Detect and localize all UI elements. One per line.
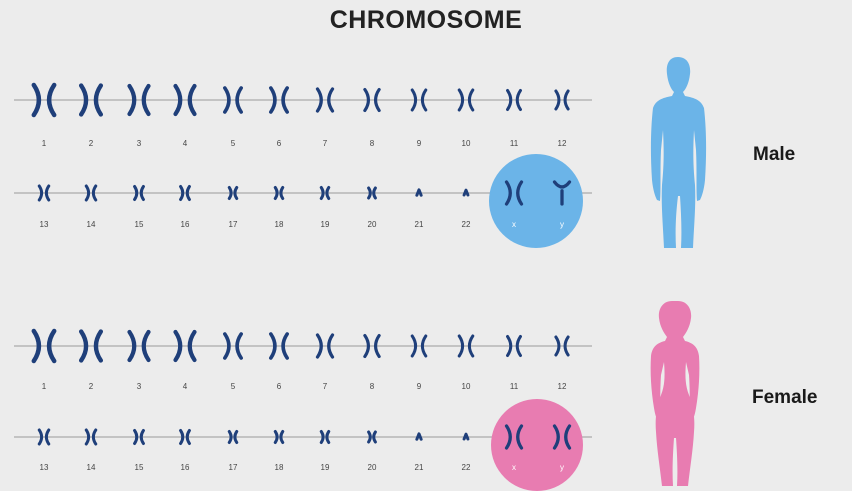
chromosome-number: 4 <box>183 382 188 391</box>
chromosome-22 <box>464 190 468 195</box>
chromosome-number: 10 <box>462 139 471 148</box>
chromosome-number: 3 <box>137 139 142 148</box>
chromosome-number: 8 <box>370 382 375 391</box>
chromosome-number: 18 <box>275 220 284 229</box>
chromosome-number: 13 <box>40 220 49 229</box>
sex-chromosome-highlight <box>489 154 583 248</box>
female-silhouette-icon <box>651 301 700 486</box>
chromosome-number: 14 <box>87 463 96 472</box>
chromosome-number: 14 <box>87 220 96 229</box>
chromosome-number: 4 <box>183 139 188 148</box>
chromosome-number: 16 <box>181 463 190 472</box>
chromosome-number: 1 <box>42 139 47 148</box>
chromosome-number: 12 <box>558 139 567 148</box>
chromosome-number: 5 <box>231 139 236 148</box>
chromosome-number: 17 <box>229 220 238 229</box>
chromosome-number: 21 <box>415 220 424 229</box>
chromosome-number: 20 <box>368 463 377 472</box>
chromosome-number: 19 <box>321 463 330 472</box>
chromosome-number: 12 <box>558 382 567 391</box>
male-silhouette-icon <box>651 57 706 248</box>
chromosome-number: 22 <box>462 220 471 229</box>
female-label: Female <box>752 387 817 408</box>
chromosome-21 <box>417 190 421 195</box>
chromosome-number: 6 <box>277 382 282 391</box>
chromosome-number: 13 <box>40 463 49 472</box>
chromosome-number: 9 <box>417 139 422 148</box>
chromosome-number: 21 <box>415 463 424 472</box>
chromosome-number: 15 <box>135 463 144 472</box>
chromosome-number: 16 <box>181 220 190 229</box>
chromosome-number: 2 <box>89 382 94 391</box>
sex-chromosome-label: y <box>560 220 564 229</box>
chromosome-number: 8 <box>370 139 375 148</box>
sex-chromosome-label: x <box>512 220 516 229</box>
chromosome-number: 18 <box>275 463 284 472</box>
chromosome-21 <box>417 434 421 439</box>
chromosome-number: 3 <box>137 382 142 391</box>
chromosome-22 <box>464 434 468 439</box>
chromosome-number: 20 <box>368 220 377 229</box>
chromosome-number: 11 <box>510 139 519 148</box>
chromosome-number: 9 <box>417 382 422 391</box>
chromosome-number: 15 <box>135 220 144 229</box>
chromosome-number: 19 <box>321 220 330 229</box>
chromosome-number: 5 <box>231 382 236 391</box>
chromosome-number: 7 <box>323 139 328 148</box>
chromosome-number: 6 <box>277 139 282 148</box>
male-label: Male <box>753 144 795 165</box>
sex-chromosome-label: y <box>560 463 564 472</box>
chromosome-number: 10 <box>462 382 471 391</box>
chromosome-number: 1 <box>42 382 47 391</box>
sex-chromosome-label: x <box>512 463 516 472</box>
chromosome-number: 22 <box>462 463 471 472</box>
chromosome-number: 17 <box>229 463 238 472</box>
chromosome-number: 2 <box>89 139 94 148</box>
chromosome-number: 11 <box>510 382 519 391</box>
chromosome-number: 7 <box>323 382 328 391</box>
